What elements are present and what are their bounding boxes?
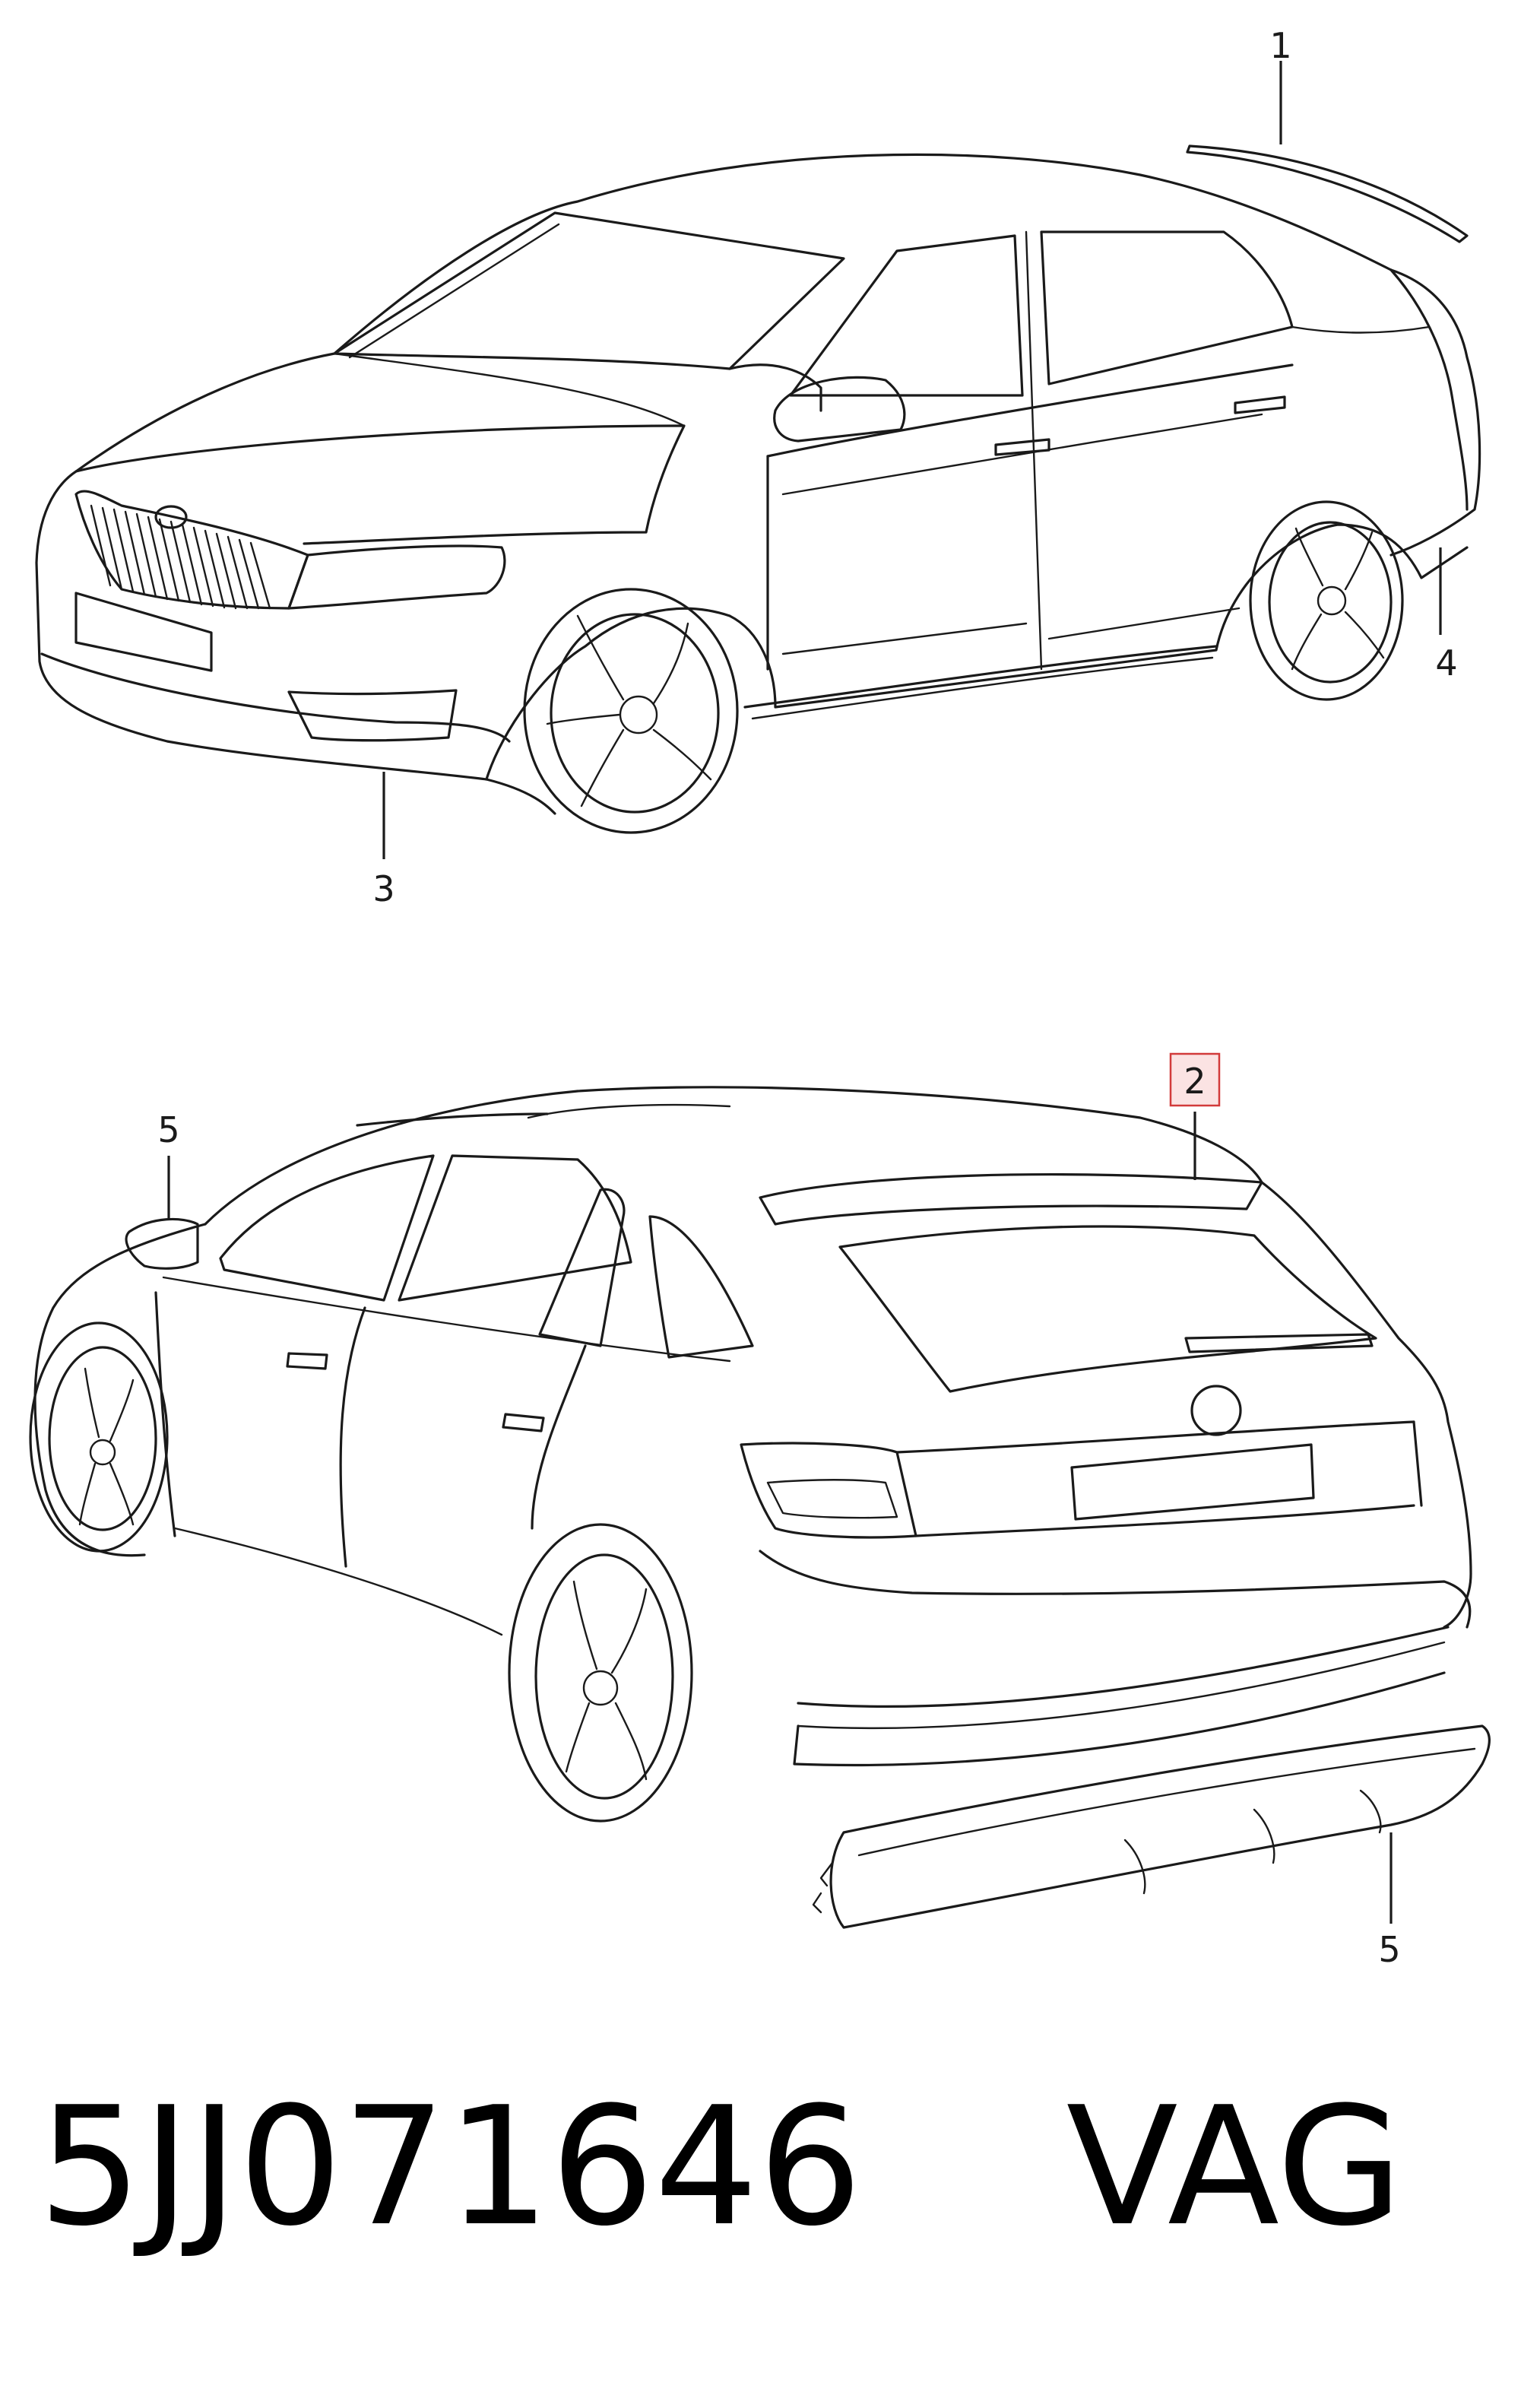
part-number: 5JJ071646 [38, 2071, 863, 2262]
callout-2: 2 [1184, 1061, 1206, 1102]
callout-2-highlight [1169, 1052, 1221, 1107]
callout-5-mirror: 5 [157, 1109, 179, 1150]
front-view-car [35, 153, 1481, 834]
footer-caption: 5JJ071646 VAG [38, 2076, 1482, 2258]
callout-3: 3 [372, 868, 395, 909]
part-1-roof-trim [1186, 144, 1469, 243]
callout-1: 1 [1269, 25, 1291, 66]
part-5-rear-diffuser [812, 1724, 1491, 1929]
callout-4: 4 [1435, 642, 1457, 684]
rear-view-car [29, 1086, 1472, 1823]
brand-label: VAG [1066, 2071, 1403, 2262]
callout-5-diffuser: 5 [1378, 1929, 1400, 1970]
